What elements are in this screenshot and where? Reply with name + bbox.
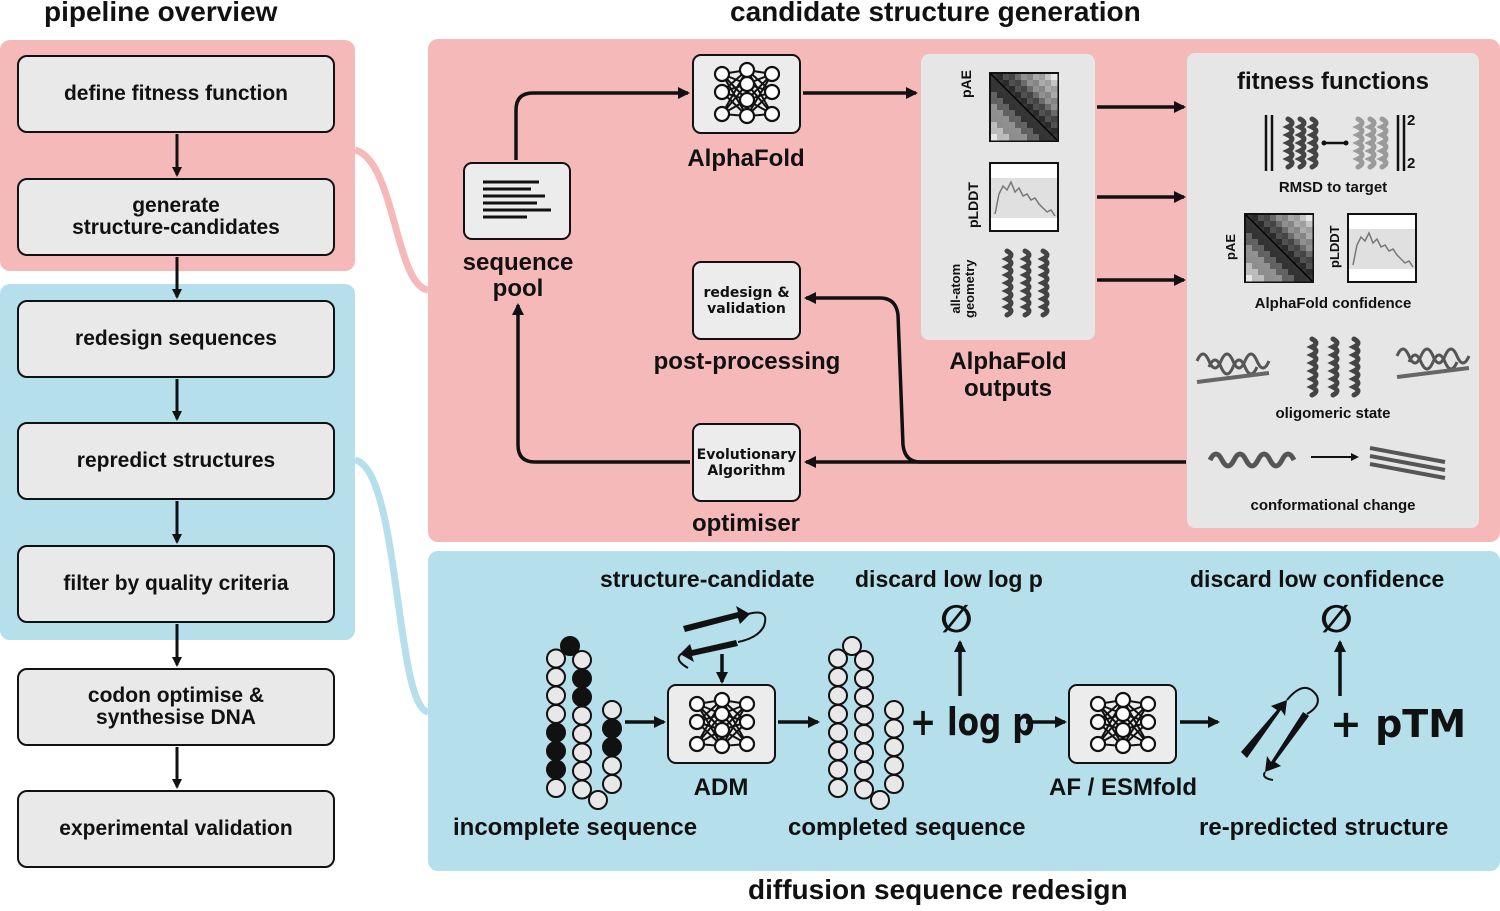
af-esmfold-node (1068, 684, 1177, 764)
empty-set-icon: ∅ (940, 599, 973, 641)
diffusion-redesign-title: diffusion sequence redesign (748, 874, 1128, 905)
candidate-generation-title: candidate structure generation (730, 0, 1141, 27)
fitness-plddt-plot (1347, 213, 1417, 283)
step-define-fitness: define fitness function (17, 55, 335, 133)
step-generate-candidates: generate structure-candidates (17, 178, 335, 256)
sequence-bead (602, 700, 622, 720)
optimiser-label: optimiser (691, 510, 801, 537)
adm-label: ADM (693, 774, 749, 801)
sequence-bead (572, 779, 592, 800)
step-filter-quality: filter by quality criteria (17, 545, 335, 623)
completed-sequence-chain (828, 636, 904, 810)
sequence-pool-node (463, 162, 571, 240)
adm-node (667, 684, 776, 764)
optimiser-box-label: Evolutionary Algorithm (696, 446, 797, 479)
alphafold-confidence-label: AlphaFold confidence (1254, 295, 1412, 312)
sequence-bead (854, 779, 874, 800)
alphafold-label: AlphaFold (687, 145, 805, 172)
sequence-bead (588, 790, 608, 810)
structure-candidate-label: structure-candidate (600, 566, 815, 592)
rmsd-label: RMSD to target (1278, 179, 1388, 196)
step-label: generate structure-candidates (72, 194, 280, 239)
protein-helix-icon (1352, 116, 1389, 170)
protein-helix-icon (1306, 336, 1361, 398)
sequence-bead (560, 636, 580, 656)
protein-oligomer-icon (1395, 347, 1471, 379)
step-label: define fitness function (63, 82, 288, 105)
post-processing-node: redesign & validation (692, 261, 801, 340)
neural-network-icon (1089, 691, 1157, 755)
heatmap-icon (1245, 214, 1313, 282)
step-repredict-structures: repredict structures (17, 422, 335, 500)
neural-network-icon (688, 691, 756, 755)
alphafold-outputs-label: AlphaFold outputs (949, 348, 1067, 402)
fitness-functions-panel (1187, 53, 1479, 528)
neural-network-icon (713, 61, 781, 125)
plddt-plot (989, 162, 1059, 232)
pipeline-overview-title: pipeline overview (44, 0, 278, 27)
conformational-change-graphic (1207, 446, 1446, 480)
step-label: filter by quality criteria (63, 572, 289, 595)
step-label: redesign sequences (75, 327, 277, 350)
sequence-bead (884, 700, 904, 720)
post-processing-label: post-processing (653, 348, 841, 375)
sequence-bead (546, 648, 566, 669)
conformational-change-label: conformational change (1250, 497, 1416, 514)
completed-sequence-label: completed sequence (788, 814, 1026, 841)
discard-logp-label: discard low log p (855, 566, 1043, 592)
sequence-bead (870, 790, 890, 810)
sequence-pool-label: sequence pool (462, 249, 574, 302)
discard-confidence-label: discard low confidence (1190, 566, 1445, 592)
logp-label: + log p (910, 700, 1035, 744)
line-plot-icon (991, 178, 1057, 218)
protein-helix-icon (1001, 248, 1050, 318)
fitness-functions-title: fitness functions (1236, 68, 1429, 95)
af-esmfold-label: AF / ESMfold (1049, 774, 1197, 801)
step-label: experimental validation (59, 817, 293, 840)
step-codon-optimise: codon optimise & synthesise DNA (17, 668, 335, 746)
optimiser-node: Evolutionary Algorithm (692, 423, 801, 502)
line-plot-icon (1349, 229, 1415, 269)
step-experimental-validation: experimental validation (17, 790, 335, 868)
incomplete-sequence-label: incomplete sequence (453, 814, 698, 841)
ptm-label: + pTM (1330, 702, 1467, 746)
beta-strand-icon (677, 606, 767, 669)
norm-subscript: 2 (1407, 155, 1416, 172)
protein-oligomer-icon (1195, 352, 1271, 384)
sequence-bead (842, 636, 862, 656)
incomplete-sequence-chain (546, 636, 622, 810)
pae-heatmap (989, 72, 1059, 142)
post-processing-box-label: redesign & validation (703, 284, 790, 317)
empty-set-icon: ∅ (1320, 599, 1353, 641)
repredicted-structure-label: re-predicted structure (1199, 814, 1449, 841)
step-redesign-sequences: redesign sequences (17, 300, 335, 378)
sequence-lines-icon (483, 180, 551, 219)
protein-helix-icon (1282, 116, 1319, 170)
oligomeric-state-label: oligomeric state (1275, 405, 1391, 422)
step-label: repredict structures (76, 449, 276, 472)
alphafold-node (692, 54, 801, 134)
fitness-pae-heatmap (1244, 213, 1314, 283)
sequence-bead (828, 648, 848, 669)
beta-strand-icon (1241, 687, 1319, 781)
step-label: codon optimise & synthesise DNA (87, 684, 265, 729)
heatmap-icon (990, 73, 1058, 141)
rmsd-norm-graphic (1264, 115, 1406, 171)
norm-superscript: 2 (1407, 112, 1416, 129)
